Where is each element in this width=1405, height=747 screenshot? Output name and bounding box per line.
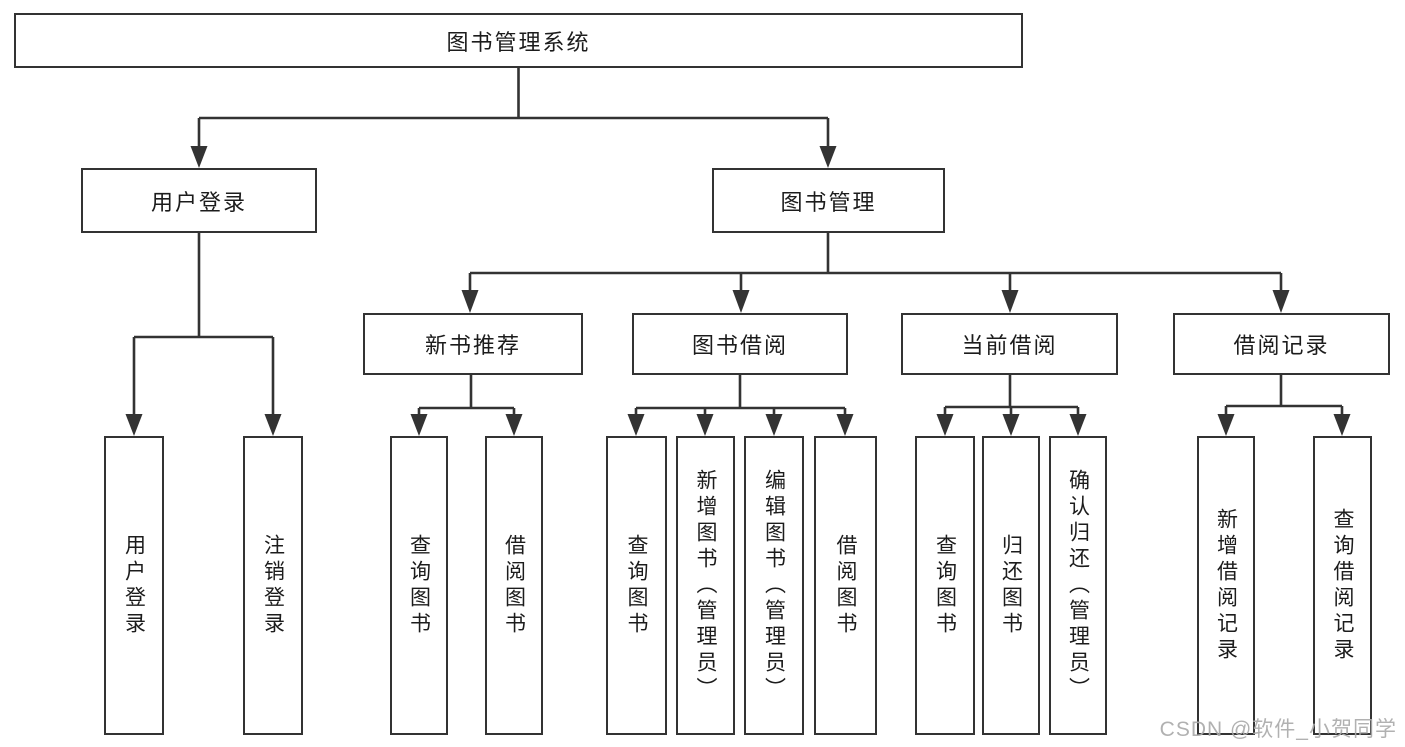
node-label: 新书推荐 bbox=[424, 333, 521, 358]
leaf-return-books: 归还图书 bbox=[982, 436, 1040, 735]
node-label: 图书管理系统 bbox=[446, 29, 591, 55]
node-book-borrowing: 图书借阅 bbox=[632, 313, 848, 375]
leaf-borrow-books-recommend: 借阅图书 bbox=[485, 436, 543, 735]
node-label: 用户登录 bbox=[122, 533, 146, 638]
node-label: 查询图书 bbox=[625, 533, 648, 638]
node-user-login: 用户登录 bbox=[81, 168, 317, 233]
node-label: 借阅记录 bbox=[1233, 333, 1330, 358]
node-label: 图书管理 bbox=[780, 189, 877, 215]
node-new-book-recommendation: 新书推荐 bbox=[363, 313, 583, 375]
leaf-query-books-borrowing: 查询图书 bbox=[606, 436, 667, 735]
leaf-query-borrow-record: 查询借阅记录 bbox=[1313, 436, 1372, 735]
node-label: 当前借阅 bbox=[961, 333, 1058, 358]
leaf-confirm-return-admin: 确认归还（管理员） bbox=[1049, 436, 1107, 735]
node-label: 查询图书 bbox=[407, 533, 431, 638]
node-label: 用户登录 bbox=[150, 189, 247, 215]
node-label: 确认归还（管理员） bbox=[1066, 468, 1090, 703]
node-label: 图书借阅 bbox=[691, 333, 788, 358]
node-label: 编辑图书（管理员） bbox=[762, 468, 786, 703]
node-label: 查询图书 bbox=[933, 533, 957, 638]
leaf-edit-books-admin: 编辑图书（管理员） bbox=[744, 436, 804, 735]
leaf-logout-login: 注销登录 bbox=[243, 436, 303, 735]
node-label: 新增图书（管理员） bbox=[694, 468, 717, 703]
node-label: 注销登录 bbox=[261, 533, 285, 638]
node-current-borrowing: 当前借阅 bbox=[901, 313, 1118, 375]
node-book-management: 图书管理 bbox=[712, 168, 945, 233]
leaf-add-borrow-record: 新增借阅记录 bbox=[1197, 436, 1255, 735]
node-borrowing-records: 借阅记录 bbox=[1173, 313, 1390, 375]
leaf-query-books-current: 查询图书 bbox=[915, 436, 975, 735]
leaf-user-login: 用户登录 bbox=[104, 436, 164, 735]
node-label: 归还图书 bbox=[999, 533, 1023, 638]
node-label: 查询借阅记录 bbox=[1331, 507, 1354, 664]
arrowheads bbox=[125, 146, 1351, 436]
leaf-borrow-books: 借阅图书 bbox=[814, 436, 877, 735]
node-label: 借阅图书 bbox=[834, 533, 857, 638]
leaf-query-books-recommend: 查询图书 bbox=[390, 436, 448, 735]
node-library-management-system: 图书管理系统 bbox=[14, 13, 1023, 68]
node-label: 新增借阅记录 bbox=[1214, 507, 1238, 664]
node-label: 借阅图书 bbox=[502, 533, 526, 638]
watermark: CSDN @软件_小贺同学 bbox=[1159, 718, 1397, 741]
leaf-add-books-admin: 新增图书（管理员） bbox=[676, 436, 735, 735]
